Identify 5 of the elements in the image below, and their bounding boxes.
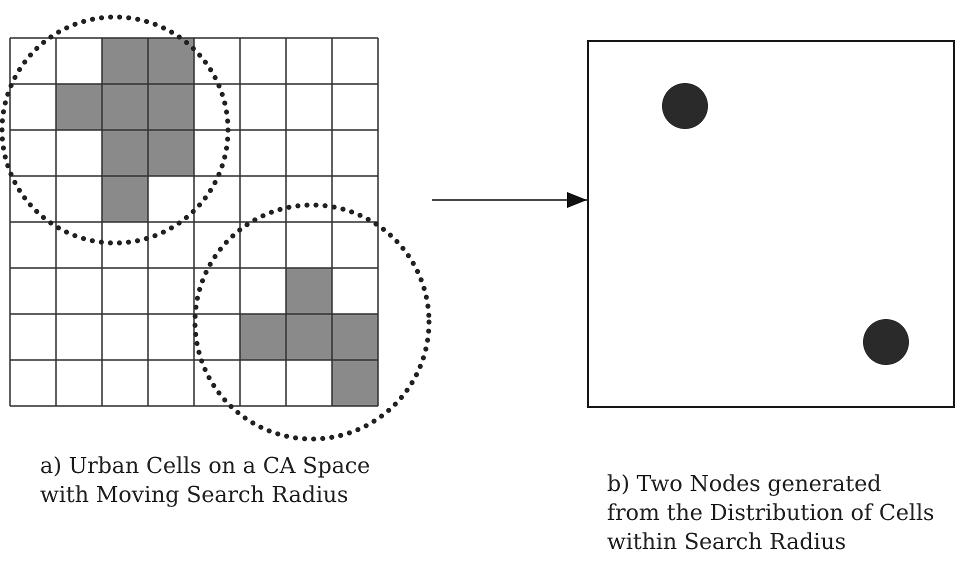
cell-grid-drawing — [0, 12, 432, 444]
node-label: b) Two Nodes generated from the Distribution of Cells within Search Radius — [607, 471, 936, 557]
square-panel — [587, 40, 955, 408]
arrow — [432, 192, 587, 208]
node-label: a) Urban Cells on a CA Space with Moving Search Radius — [40, 453, 372, 510]
